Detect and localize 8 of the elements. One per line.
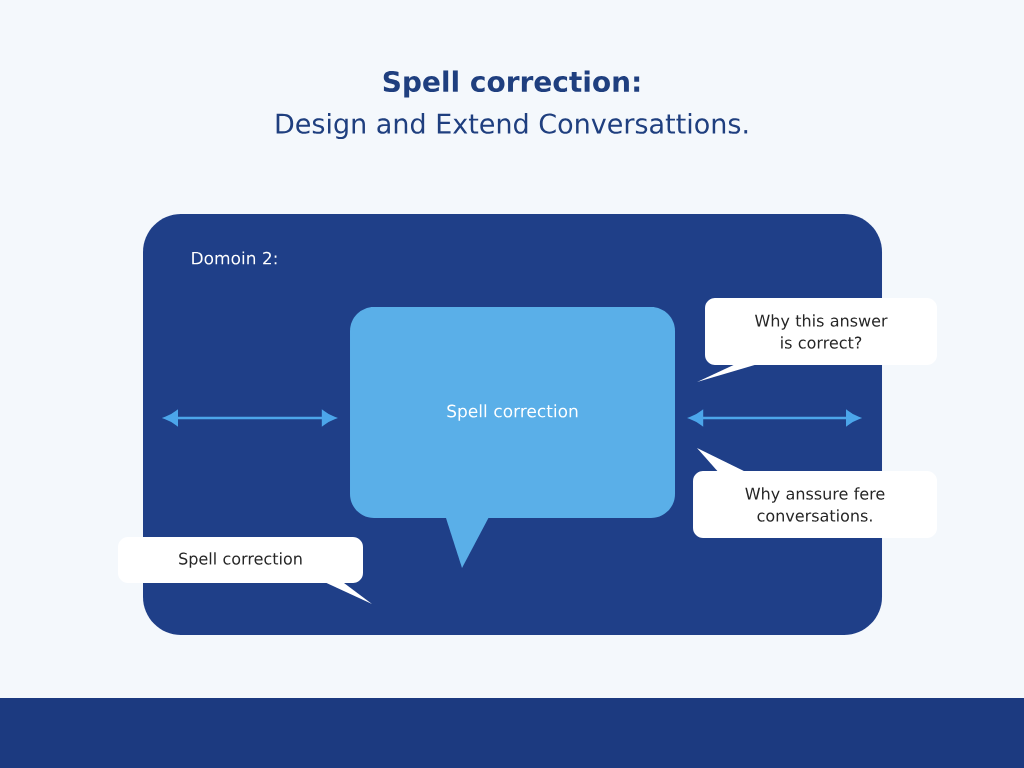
subtitle: Design and Extend Conversattions. xyxy=(276,112,748,140)
speech-bubble: Why this answer is correct? xyxy=(697,298,937,382)
speech-bubble: Spell correction xyxy=(350,307,675,568)
speech-bubble: Spell correction xyxy=(118,537,372,604)
title: Spell correction: xyxy=(383,70,640,98)
double-arrow xyxy=(164,410,336,426)
speech-bubble: Why anssure fere conversations. xyxy=(693,448,937,538)
double-arrow xyxy=(689,410,860,426)
